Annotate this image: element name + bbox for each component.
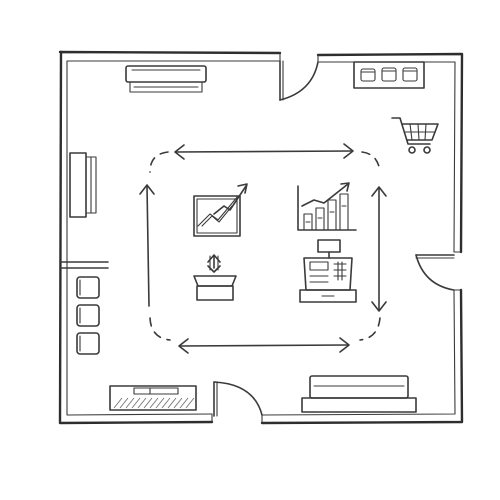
bottom-door[interactable] (213, 381, 263, 417)
top-entrance-door[interactable] (279, 60, 319, 101)
arrow-left-icon (178, 337, 350, 354)
arrow-right-icon (174, 143, 354, 160)
right-door[interactable] (415, 254, 455, 291)
room-walls (58, 50, 464, 425)
box-arrow-icon (193, 254, 237, 301)
bar-chart-icon (297, 182, 357, 231)
bottom-left-counter (109, 385, 197, 411)
chair-icon (76, 304, 100, 327)
counter-hatch (113, 397, 195, 409)
left-display-rack (69, 152, 97, 218)
jar-icon (402, 67, 418, 82)
chair-icon (76, 276, 100, 299)
waiting-chairs (76, 276, 100, 355)
bottom-right-bench (301, 375, 417, 413)
top-air-conditioner (125, 65, 207, 93)
growth-chart-icon (193, 183, 248, 237)
shopping-cart-icon (391, 117, 439, 154)
jar-icon (381, 67, 397, 82)
arrow-down-icon (371, 186, 387, 312)
jar-icon (360, 68, 376, 82)
cash-register-icon (299, 239, 357, 303)
arrow-up-icon (139, 184, 155, 307)
circulation-arrows (139, 143, 387, 354)
chair-icon (76, 332, 100, 355)
storage-jars-shelf (353, 61, 425, 89)
